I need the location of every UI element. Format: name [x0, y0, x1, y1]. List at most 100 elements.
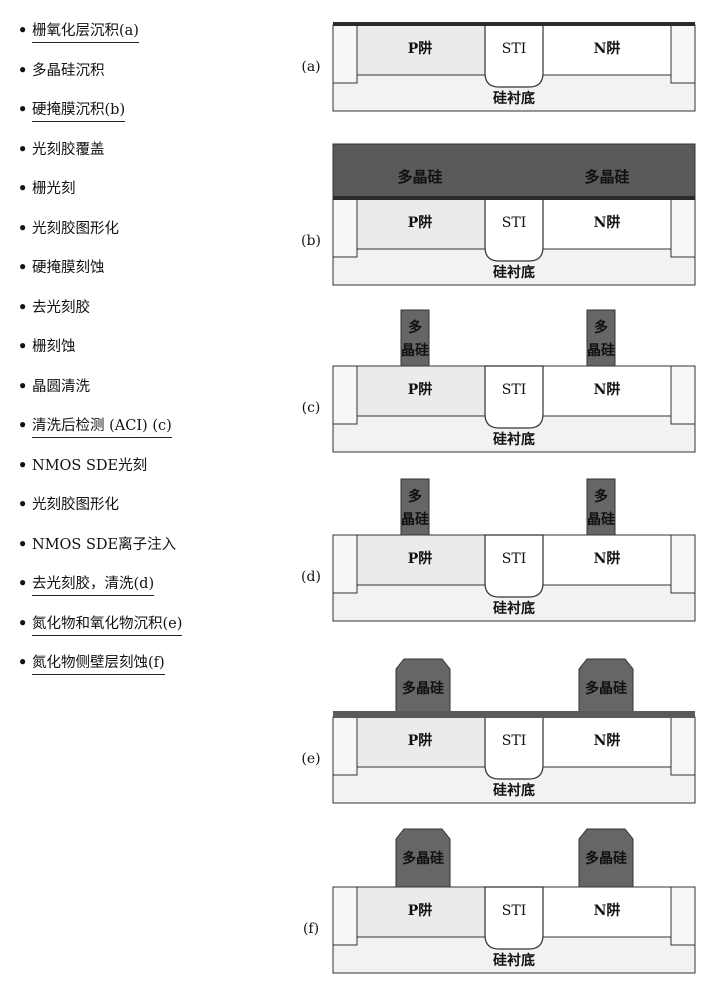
sti-region [484, 365, 544, 429]
panel-label: (e) [301, 751, 320, 767]
bullet-icon: • [18, 22, 28, 39]
sti-region [484, 198, 544, 262]
poly-gate-label: 多晶硅 [585, 850, 627, 867]
left-isolation [332, 24, 358, 84]
sti-label: STI [502, 733, 526, 749]
substrate-label: 硅衬底 [493, 952, 535, 969]
process-step-text: 光刻胶图形化 [32, 220, 119, 237]
bullet-icon: • [18, 535, 28, 553]
right-isolation [670, 886, 696, 946]
process-step-item: •栅刻蚀 [18, 338, 278, 378]
cross-section-panel-f: P阱 N阱 STI 硅衬底 多晶硅 多晶硅 (f) [303, 828, 696, 974]
substrate-label: 硅衬底 [493, 782, 535, 799]
gate-oxide-layer [333, 22, 695, 26]
bullet-icon: • [18, 298, 28, 316]
bullet-icon: • [18, 219, 28, 237]
bullet-icon: • [18, 377, 28, 395]
bullet-icon: • [18, 259, 28, 276]
left-isolation [332, 886, 358, 946]
process-step-text: 清洗后检测 (ACI) (c) [32, 417, 172, 438]
process-step-text: 多晶硅沉积 [32, 62, 105, 79]
process-step-item: •氮化物和氧化物沉积(e) [18, 615, 278, 655]
right-isolation [670, 198, 696, 258]
poly-gate-label: 多晶硅 [402, 850, 444, 867]
substrate-label: 硅衬底 [493, 431, 535, 448]
process-step-item: •清洗后检测 (ACI) (c) [18, 417, 278, 457]
bullet-icon: • [18, 180, 28, 197]
p-well-label: P阱 [408, 733, 433, 749]
bullet-icon: • [18, 417, 28, 434]
p-well-region [356, 886, 486, 938]
panel-label: (a) [301, 59, 320, 75]
bullet-icon: • [18, 575, 28, 592]
process-step-text: 晶圆清洗 [32, 378, 90, 395]
process-step-item: •硬掩膜刻蚀 [18, 259, 278, 299]
sti-region [484, 716, 544, 780]
n-well-label: N阱 [594, 903, 621, 919]
p-well-region [356, 716, 486, 768]
p-well-label: P阱 [408, 382, 433, 398]
process-step-text: 硬掩膜沉积(b) [32, 101, 126, 122]
process-step-text: 栅刻蚀 [32, 339, 76, 355]
right-isolation [670, 24, 696, 84]
p-well-label: P阱 [408, 903, 433, 919]
p-well-label: P阱 [408, 41, 433, 57]
p-well-label: P阱 [408, 215, 433, 231]
right-isolation [670, 716, 696, 776]
process-step-item: •去光刻胶，清洗(d) [18, 575, 278, 615]
substrate-label: 硅衬底 [493, 264, 535, 281]
bullet-icon: • [18, 496, 28, 513]
process-step-text: NMOS SDE光刻 [32, 457, 148, 474]
p-well-label: P阱 [408, 551, 433, 567]
process-step-text: NMOS SDE离子注入 [32, 536, 177, 553]
p-well-region [356, 198, 486, 250]
process-step-text: 去光刻胶 [32, 299, 90, 316]
poly-gate-label: 多 [408, 488, 422, 505]
process-step-item: •NMOS SDE离子注入 [18, 536, 278, 576]
sti-region [484, 24, 544, 88]
sti-region [484, 534, 544, 598]
poly-gate-label: 多晶硅 [585, 680, 627, 697]
process-step-item: •多晶硅沉积 [18, 62, 278, 102]
bullet-icon: • [18, 140, 28, 158]
process-step-item: •光刻胶图形化 [18, 496, 278, 536]
process-step-text: 栅光刻 [32, 181, 76, 197]
p-well-region [356, 365, 486, 417]
substrate-label: 硅衬底 [493, 90, 535, 107]
process-step-item: •光刻胶覆盖 [18, 141, 278, 181]
sti-label: STI [502, 382, 526, 398]
poly-layer-label: 多晶硅 [584, 168, 629, 186]
process-step-item: •去光刻胶 [18, 299, 278, 339]
process-steps-list: •栅氧化层沉积(a)•多晶硅沉积•硬掩膜沉积(b)•光刻胶覆盖•栅光刻•光刻胶图… [18, 22, 278, 694]
process-step-item: •光刻胶图形化 [18, 220, 278, 260]
n-well-label: N阱 [594, 215, 621, 231]
panel-label: (b) [301, 233, 321, 249]
poly-gate-label: 多 [594, 319, 608, 336]
n-well-label: N阱 [594, 382, 621, 398]
poly-layer [332, 143, 696, 200]
n-well-label: N阱 [594, 551, 621, 567]
process-step-item: •NMOS SDE光刻 [18, 457, 278, 497]
poly-gate-p-side [400, 478, 430, 536]
poly-gate-label: 多 [408, 319, 422, 336]
right-isolation [670, 365, 696, 425]
poly-gate-n-side [586, 478, 616, 536]
process-step-text: 氮化物侧壁层刻蚀(f) [32, 654, 165, 675]
panel-label: (f) [303, 921, 319, 937]
panel-label: (c) [302, 400, 321, 416]
p-well-region [356, 24, 486, 76]
left-isolation [332, 716, 358, 776]
sti-region [484, 886, 544, 950]
process-step-item: •栅光刻 [18, 180, 278, 220]
poly-gate-n-side [586, 309, 616, 367]
poly-gate-n-side [578, 828, 634, 888]
sti-label: STI [502, 903, 526, 919]
n-well-label: N阱 [594, 41, 621, 57]
bullet-icon: • [18, 614, 28, 632]
gate-oxide-layer [333, 196, 695, 200]
process-step-item: •氮化物侧壁层刻蚀(f) [18, 654, 278, 694]
